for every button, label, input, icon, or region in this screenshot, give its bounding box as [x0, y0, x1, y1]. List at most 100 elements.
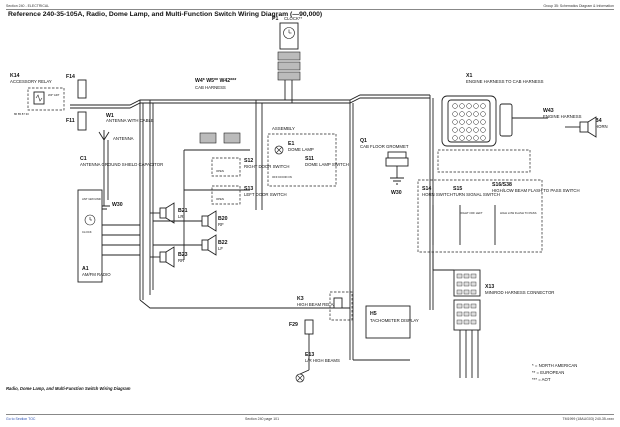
- x1-pin-grid: [452, 103, 486, 141]
- speaker-b22-icon: [207, 234, 217, 256]
- harness-codes: W4* W5** W42***: [195, 78, 237, 84]
- q1-grommet: Q1 CAB FLOOR GROMMET W30: [360, 138, 409, 196]
- s14-code: S14: [422, 186, 431, 192]
- speaker-b20-icon: [207, 210, 217, 232]
- cab-harness-bus: [70, 94, 434, 360]
- s16-code: S16/S38: [492, 182, 512, 188]
- b20-name: RF: [218, 222, 224, 227]
- radio-clock-label: CLOCK: [82, 230, 92, 234]
- c1-code: C1: [80, 156, 87, 162]
- h5-tachometer: H5 TACHOMETER DISPLAY: [353, 305, 419, 361]
- radio-circuit: W1 ANTENNA WITH CABLE ANTENNA C1 ANTENNA…: [77, 113, 163, 283]
- header-rule: [6, 9, 614, 10]
- page-title: Reference 240-35-105A, Radio, Dome Lamp,…: [8, 11, 323, 18]
- s14-name: HORN SWITCH: [422, 192, 453, 197]
- s15-code: S15: [453, 186, 462, 192]
- b4-name: HORN: [595, 124, 608, 129]
- k14-wire-label: W4* ADT: [48, 93, 60, 97]
- horn-icon: [587, 116, 597, 138]
- harness-name: CAB HARNESS: [195, 85, 226, 90]
- dome-lamp-assembly: ASSEMBLY E1 DOME LAMP S11 DOME LAMP SWIT…: [255, 100, 349, 210]
- b22-name: LF: [218, 246, 223, 251]
- footer-doc-id: TM1999 (18AUG03) 240-35-xxxx: [562, 417, 614, 421]
- speaker-b21-icon: [165, 202, 175, 224]
- s15-name: TURN SIGNAL SWITCH: [453, 192, 500, 197]
- legend-aot: *** = AOT: [532, 377, 551, 382]
- assembly-label: ASSEMBLY: [272, 126, 295, 131]
- e13-code: E13: [305, 352, 314, 358]
- antenna-icon: [98, 130, 110, 141]
- s13-state: OPEN: [216, 197, 224, 201]
- speaker-b23-icon: [165, 246, 175, 268]
- b23-name: RR: [178, 258, 184, 263]
- s15-positions: RIGHT OFF LEFT: [460, 211, 483, 215]
- k3-name: HIGH BEAM RELAY: [297, 302, 336, 307]
- s16-name: HIGH/LOW BEAM FLASH TO PASS SWITCH: [492, 188, 580, 193]
- f11-code: F11: [66, 118, 75, 124]
- speakers: B21 LR B20 RF B22 LF B23 RR: [150, 202, 228, 268]
- h5-code: H5: [370, 311, 377, 317]
- h5-name: TACHOMETER DISPLAY: [370, 318, 419, 323]
- k3-code: K3: [297, 296, 304, 302]
- a1-name: AM/FM RADIO: [82, 272, 111, 277]
- c1-name: ANTENNA GROUND SHIELD CAPACITOR: [80, 162, 163, 167]
- b23-code: B23: [178, 252, 188, 258]
- s16-positions: HIGH LOW FLASH TO PASS: [500, 211, 537, 215]
- w43-code: W43: [543, 108, 554, 114]
- p1-code: P1: [272, 16, 278, 22]
- door-switches: S12 RIGHT DOOR SWITCH OPEN S13 LEFT DOOR…: [183, 132, 290, 260]
- s11-positions: OFF DOOR ON: [272, 175, 292, 179]
- w30-left-code: W30: [112, 202, 123, 208]
- k3-high-beam-relay: K3 HIGH BEAM RELAY F29 E13 L/R HIGH BEAM…: [289, 291, 353, 383]
- page-header-right: Group 35: Schematics Diagram & Informati…: [543, 4, 614, 8]
- x1-connector: X1 ENGINE HARNESS TO CAB HARNESS: [437, 73, 548, 173]
- b21-code: B21: [178, 208, 188, 214]
- x13-code: X13: [485, 284, 494, 290]
- x1-name: ENGINE HARNESS TO CAB HARNESS: [466, 79, 544, 84]
- s12-name: RIGHT DOOR SWITCH: [244, 164, 290, 169]
- footer-page-number: Section 240 page 101: [245, 417, 280, 421]
- s13-name: LEFT DOOR SWITCH: [244, 192, 287, 197]
- ant-ground-label: ANT GROUND: [82, 197, 101, 201]
- k14-name: ACCESSORY RELAY: [10, 79, 52, 84]
- x13-pins: [456, 273, 477, 325]
- footer-rule: [6, 414, 614, 415]
- e1-name: DOME LAMP: [288, 147, 314, 152]
- legend: * = NORTH AMERICAN ** = EUROPEAN *** = A…: [532, 363, 577, 382]
- k14-relay-pins: 86 85 87 30: [14, 112, 29, 116]
- s12-state: OPEN: [216, 169, 224, 173]
- p1-clock: P1 CLOCK**: [272, 16, 302, 103]
- ground-left-icon: [98, 200, 110, 210]
- x13-name: MINIROD HARNESS CONNECTOR: [485, 290, 554, 295]
- w43-name: ENGINE HARNESS: [543, 114, 582, 119]
- figure-caption: Radio, Dome Lamp, and Multi-Function Swi…: [6, 386, 131, 391]
- s11-name: DOME LAMP SWITCH: [305, 162, 349, 167]
- f29-code: F29: [289, 322, 298, 328]
- f14-code: F14: [66, 74, 75, 80]
- fuses: F14 F11: [66, 74, 87, 131]
- b20-code: B20: [218, 216, 228, 222]
- p1-name: CLOCK**: [284, 16, 302, 21]
- k14-code: K14: [10, 73, 20, 79]
- w1-code: W1: [106, 113, 114, 119]
- e13-name: L/R HIGH BEAMS: [305, 358, 340, 363]
- b4-code: B4: [595, 118, 602, 124]
- k14-accessory-relay: K14 ACCESSORY RELAY 86 85 87 30 W4* ADT: [10, 73, 65, 116]
- section-toc-link[interactable]: Go to Section TOC: [6, 417, 36, 421]
- b22-code: B22: [218, 240, 228, 246]
- s12-code: S12: [244, 158, 253, 164]
- q1-name: CAB FLOOR GROMMET: [360, 144, 409, 149]
- multi-function-switch: S14 HORN SWITCH S15 TURN SIGNAL SWITCH R…: [417, 179, 580, 253]
- w1-name: ANTENNA WITH CABLE: [106, 118, 154, 123]
- ground-mid-icon: [390, 177, 404, 185]
- legend-north-american: * = NORTH AMERICAN: [532, 363, 577, 368]
- x1-code: X1: [466, 73, 472, 79]
- a1-code: A1: [82, 266, 89, 272]
- x13-connector: X13 MINIROD HARNESS CONNECTOR: [432, 252, 554, 378]
- s11-code: S11: [305, 156, 314, 162]
- horn-circuit: W43 ENGINE HARNESS B4 HORN: [543, 108, 608, 138]
- cab-harness-label: W4* W5** W42*** CAB HARNESS: [195, 78, 237, 90]
- e1-code: E1: [288, 141, 294, 147]
- legend-european: ** = EUROPEAN: [532, 370, 564, 375]
